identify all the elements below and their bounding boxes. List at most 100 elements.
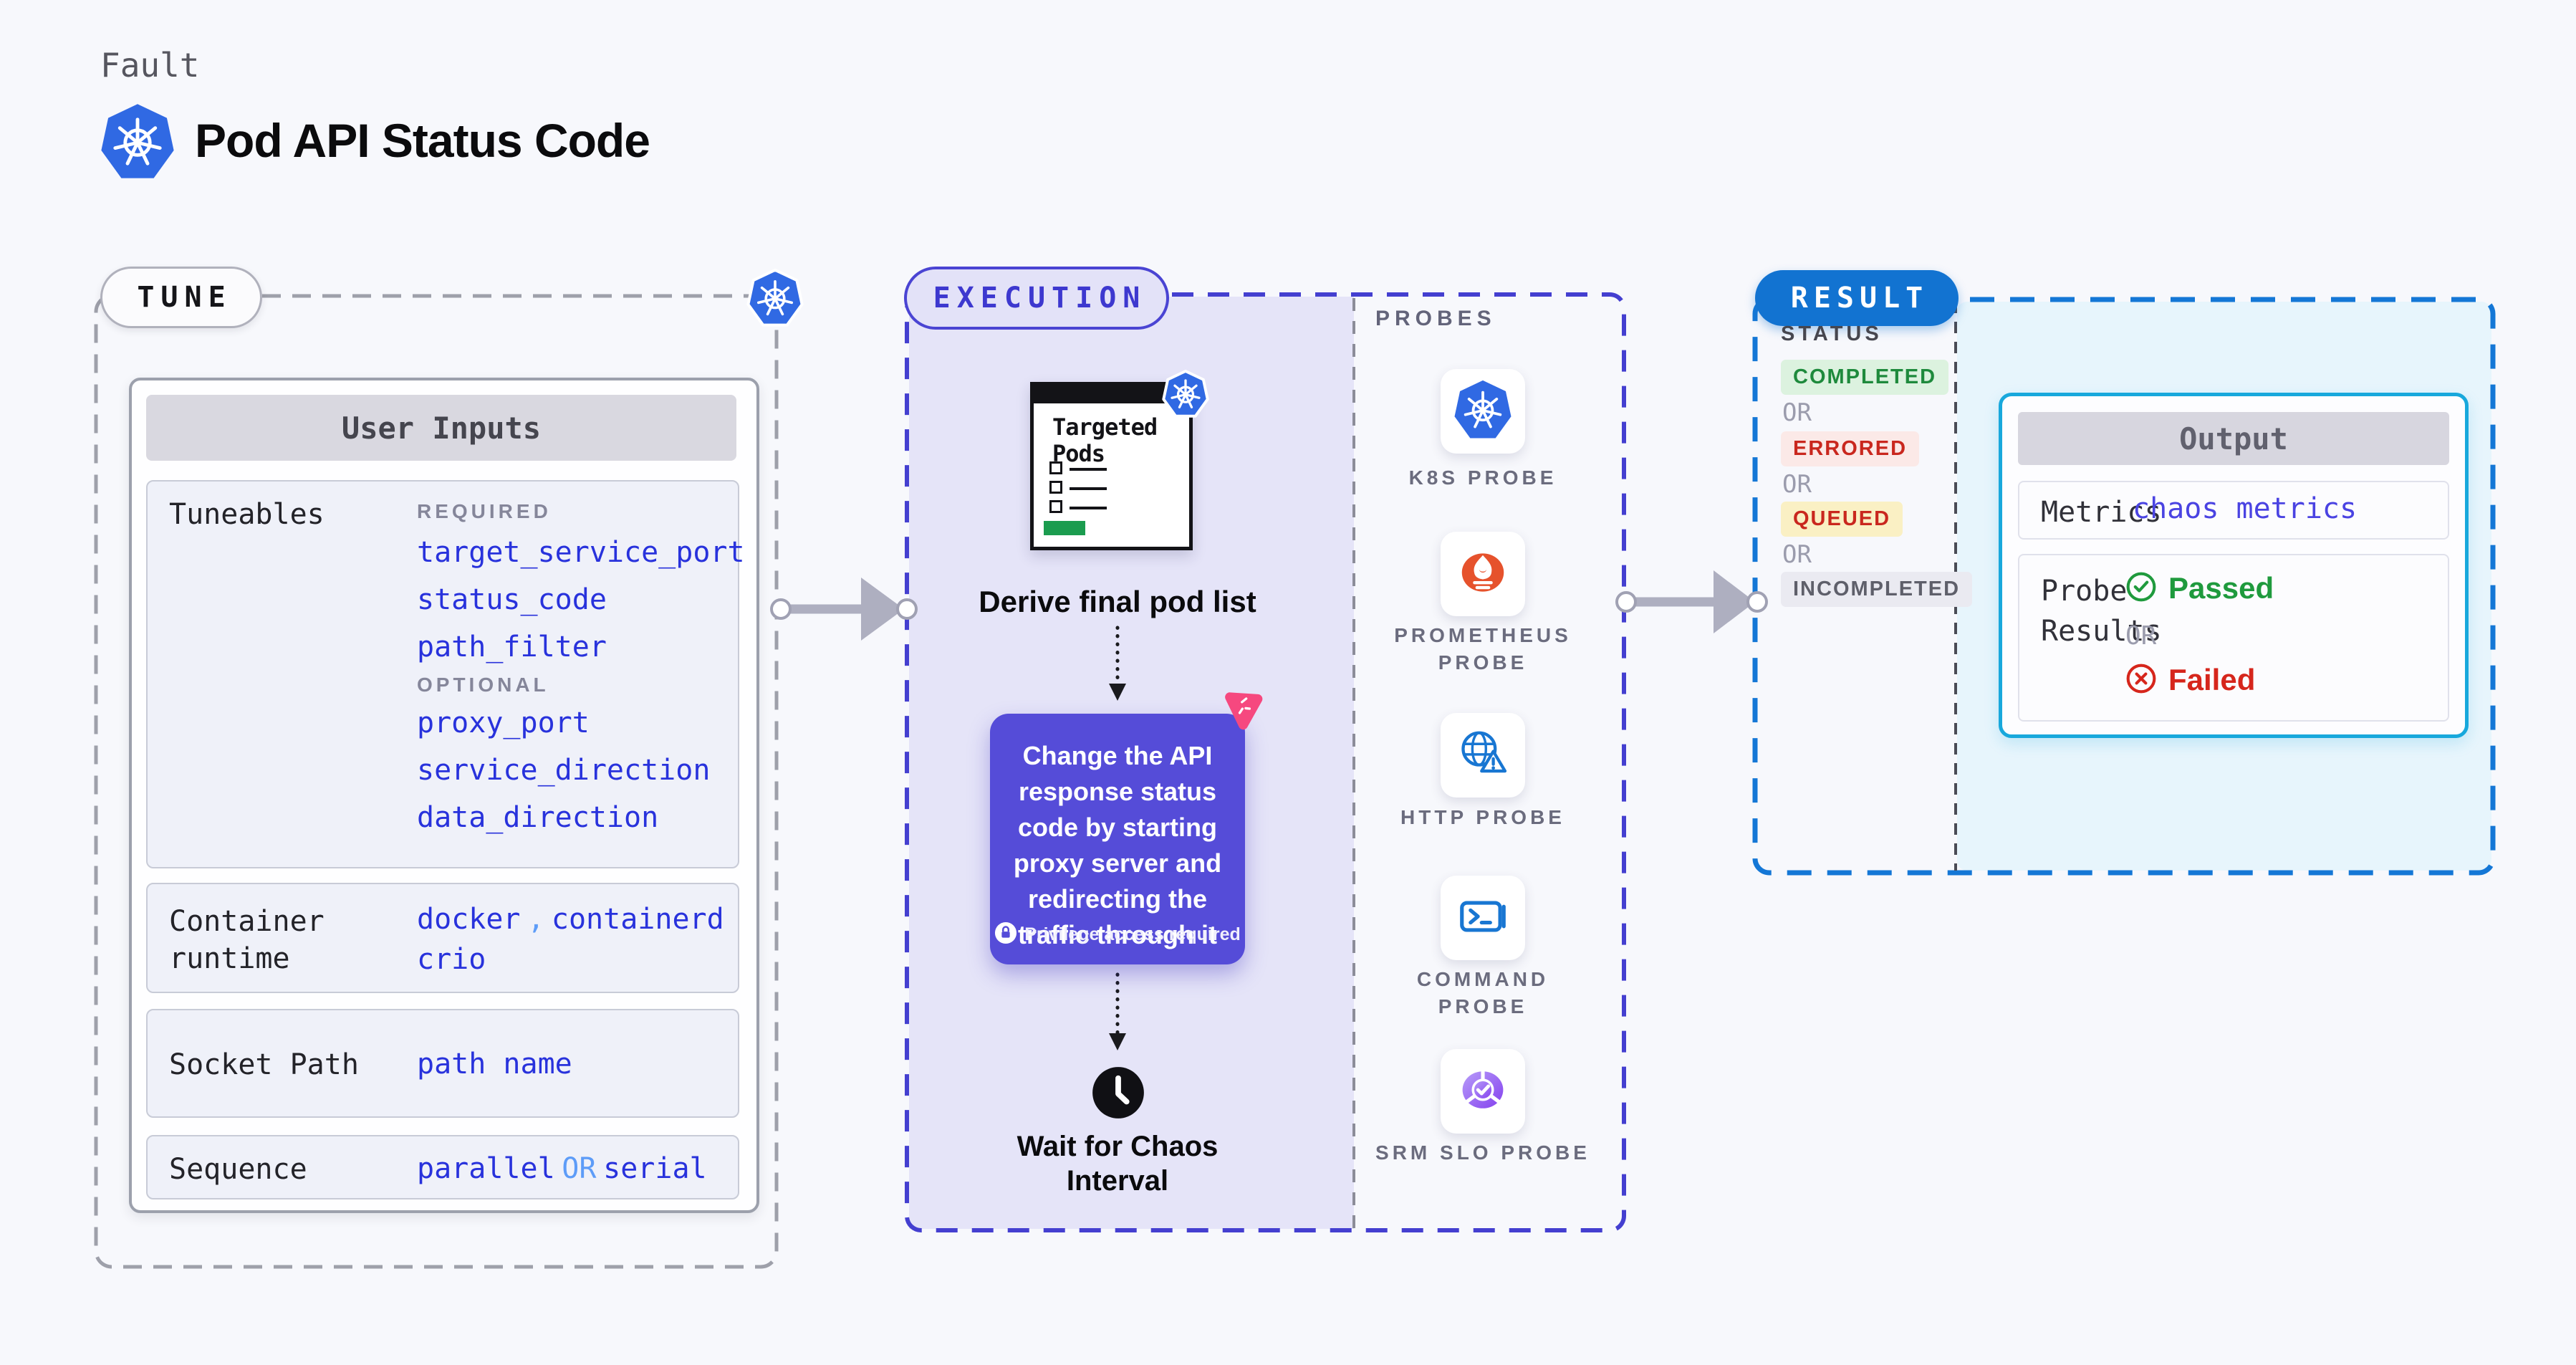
targeted-pods-graphic: Targeted Pods [1030, 382, 1193, 550]
socket-path-row: Socket Path path name [146, 1009, 739, 1118]
derive-pod-list-caption: Derive final pod list [979, 585, 1256, 618]
metrics-label: Metrics [2041, 496, 2162, 529]
fault-action-text: Change the API response status code by s… [1013, 741, 1222, 949]
fault-action-card: Change the API response status code by s… [990, 714, 1245, 964]
sequence-values: parallel OR serial [417, 1152, 707, 1185]
runtime-separator: , [527, 903, 545, 936]
status-badge-completed: COMPLETED [1781, 360, 1949, 395]
required-heading: REQUIRED [417, 500, 552, 522]
sequence-value: serial [603, 1152, 707, 1185]
arrow-endpoint-circles [770, 591, 1768, 620]
checkbox-icon [1049, 481, 1062, 494]
http-globe-warning-icon [1452, 723, 1514, 787]
execution-to-result-arrow [1626, 570, 1755, 633]
tuneable-item: status_code [417, 583, 607, 616]
http-probe-card [1441, 713, 1525, 798]
privilege-note: Privilege access required [1024, 924, 1241, 944]
runtime-value: containerd [551, 903, 724, 936]
slo-pie-check-icon [1452, 1059, 1514, 1124]
pod-list-item [1049, 500, 1107, 516]
pod-list-item [1049, 461, 1107, 477]
pod-list-item [1049, 481, 1107, 497]
sequence-value: parallel [417, 1152, 555, 1185]
tune-section-pill: TUNE [100, 267, 262, 328]
tuneable-item: data_direction [417, 801, 659, 834]
or-separator: OR [2125, 621, 2157, 651]
targeted-pods-title: Targeted Pods [1052, 413, 1158, 467]
or-separator: OR [1782, 398, 1812, 427]
execution-section-pill: EXECUTION [904, 267, 1169, 330]
output-card: Output Metrics chaos metrics Probe Resul… [1999, 393, 2469, 738]
probe-label: SRM SLO PROBE [1375, 1141, 1590, 1164]
tuneables-row: Tuneables REQUIRED target_service_port s… [146, 480, 745, 868]
socket-path-value: path name [417, 1048, 572, 1081]
socket-path-label: Socket Path [169, 1048, 359, 1081]
probe-label: HTTP PROBE [1400, 806, 1565, 828]
kubernetes-icon [1453, 378, 1513, 444]
prometheus-icon [1452, 542, 1514, 606]
passed-verdict: Passed [2125, 571, 2274, 605]
kubernetes-icon [99, 102, 176, 182]
prometheus-probe-card [1441, 532, 1525, 616]
metrics-row: Metrics chaos metrics [2018, 481, 2449, 540]
privilege-note-row: Privilege access required [990, 921, 1245, 947]
x-circle-icon [2125, 663, 2157, 697]
optional-heading: OPTIONAL [417, 674, 549, 696]
srm-slo-probe-card [1441, 1049, 1525, 1134]
tuneable-item: proxy_port [417, 707, 590, 739]
metrics-value: chaos metrics [2133, 492, 2358, 525]
failed-verdict: Failed [2125, 663, 2255, 697]
probe-label: COMMAND PROBE [1416, 968, 1549, 1017]
status-heading: STATUS [1781, 322, 1883, 345]
page-title: Pod API Status Code [195, 114, 650, 167]
kubernetes-icon [746, 268, 804, 328]
step-connector-dotted [1109, 626, 1126, 1050]
output-header: Output [2018, 412, 2449, 465]
result-section-border [1752, 297, 2496, 876]
k8s-probe-card [1441, 369, 1525, 454]
check-circle-icon [2125, 571, 2157, 605]
probe-results-row: Probe Results Passed OR F [2018, 554, 2449, 722]
passed-label: Passed [2168, 571, 2274, 605]
runtime-value: crio [417, 943, 486, 976]
checkbox-icon [1049, 500, 1062, 513]
status-badge-queued: QUEUED [1781, 502, 1903, 537]
tuneable-item: path_filter [417, 631, 607, 664]
sequence-label: Sequence [169, 1153, 307, 1186]
failed-label: Failed [2168, 663, 2256, 696]
fault-category-label: Fault [100, 46, 200, 85]
container-runtime-row: Container runtime docker , containerd cr… [146, 883, 739, 993]
tuneables-label: Tuneables [169, 498, 325, 531]
result-section-pill: RESULT [1755, 270, 1959, 326]
probe-label: K8S PROBE [1408, 466, 1557, 489]
or-separator: OR [1782, 540, 1812, 569]
user-inputs-header: User Inputs [146, 395, 736, 461]
wait-chaos-interval-caption: Wait for Chaos Interval [1017, 1131, 1219, 1197]
container-runtime-values: docker , containerd [417, 903, 724, 936]
probe-results-label: Probe Results [2041, 575, 2162, 648]
clock-icon [1090, 1065, 1146, 1121]
kubernetes-icon [1162, 370, 1209, 418]
execution-section-border [905, 292, 1626, 1232]
sequence-or: OR [562, 1152, 597, 1185]
litmus-chaos-icon [1216, 682, 1270, 736]
checkbox-icon [1049, 461, 1062, 474]
list-line [1070, 468, 1107, 471]
tuneable-item: target_service_port [417, 536, 745, 569]
status-badge-incompleted: INCOMPLETED [1781, 572, 1973, 607]
runtime-value: docker [417, 903, 521, 936]
progress-bar [1044, 521, 1085, 535]
sequence-row: Sequence parallel OR serial [146, 1135, 739, 1199]
tune-to-execution-arrow [781, 578, 904, 641]
or-separator: OR [1782, 470, 1812, 499]
container-runtime-label: Container runtime [169, 905, 325, 975]
probes-heading: PROBES [1375, 307, 1496, 330]
status-badge-errored: ERRORED [1781, 431, 1920, 466]
list-line [1070, 507, 1107, 509]
probe-label: PROMETHEUS PROBE [1394, 624, 1572, 674]
list-line [1070, 487, 1107, 490]
lock-icon [994, 921, 1017, 947]
tune-section-border [94, 294, 779, 1269]
command-probe-card [1441, 876, 1525, 960]
